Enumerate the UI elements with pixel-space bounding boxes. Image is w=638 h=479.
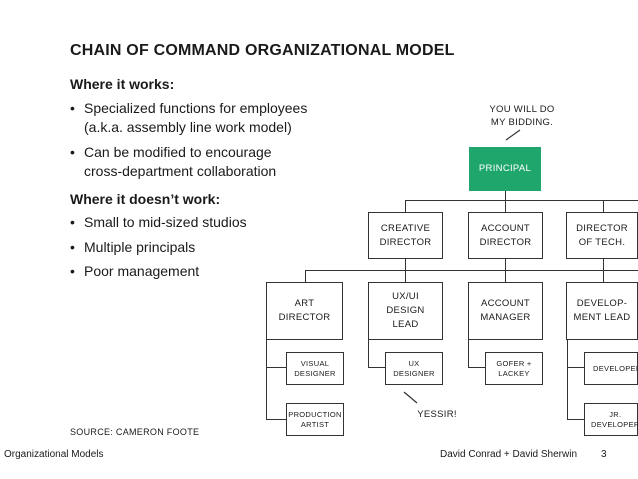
box-production-artist: PRODUCTION ARTIST — [286, 403, 344, 436]
doesnt-work-bullet-1: • Small to mid-sized studios — [70, 213, 247, 232]
box-jr-developer: JR. DEVELOPER — [584, 403, 638, 436]
connector-line — [266, 367, 286, 368]
box-developer: DEVELOPER — [584, 352, 638, 385]
box-account-director: ACCOUNT DIRECTOR — [468, 212, 543, 259]
bullet-dot: • — [70, 239, 75, 255]
box-creative-director: CREATIVE DIRECTOR — [368, 212, 443, 259]
bullet-text: Small to mid-sized studios — [84, 214, 247, 230]
connector-line — [567, 340, 568, 420]
bullet-text-cont: (a.k.a. assembly line work model) — [84, 119, 292, 135]
bidding-callout-line — [505, 129, 521, 141]
box-director-of-tech: DIRECTOR OF TECH. — [566, 212, 638, 259]
connector-line — [567, 419, 584, 420]
works-bullet-1: • Specialized functions for employees (a.… — [70, 99, 307, 137]
connector-line — [468, 340, 469, 368]
box-visual-designer: VISUAL DESIGNER — [286, 352, 344, 385]
bullet-text-cont: cross-department collaboration — [84, 163, 277, 179]
footer-section-title: Organizational Models — [4, 449, 104, 460]
connector-line — [368, 340, 369, 368]
box-gofer-lackey: GOFER + LACKEY — [485, 352, 543, 385]
doesnt-work-bullet-2: • Multiple principals — [70, 238, 195, 257]
connector-line — [505, 200, 506, 212]
yessir-callout: YESSIR! — [417, 409, 457, 420]
connector-line — [305, 270, 306, 282]
connector-line — [468, 367, 485, 368]
doesnt-work-heading: Where it doesn’t work: — [70, 191, 221, 207]
connector-line — [505, 190, 506, 201]
footer-authors: David Conrad + David Sherwin — [440, 449, 578, 460]
box-account-manager: ACCOUNT MANAGER — [468, 282, 543, 340]
bullet-text: Can be modified to encourage — [84, 144, 272, 160]
box-ux-designer: UX DESIGNER — [385, 352, 443, 385]
yessir-callout-line — [403, 391, 418, 404]
bullet-text: Specialized functions for employees — [84, 100, 308, 116]
bullet-dot: • — [70, 100, 75, 116]
footer-page-number: 3 — [601, 449, 607, 460]
source-credit: SOURCE: CAMERON FOOTE — [70, 427, 200, 437]
connector-line — [266, 419, 286, 420]
connector-line — [603, 200, 604, 212]
bidding-callout: YOU WILL DO MY BIDDING. — [489, 104, 555, 128]
connector-line — [405, 200, 638, 201]
works-bullet-2: • Can be modified to encourage cross-depa… — [70, 143, 276, 181]
page-title: CHAIN OF COMMAND ORGANIZATIONAL MODEL — [70, 42, 455, 59]
box-development-lead: DEVELOP- MENT LEAD — [566, 282, 638, 340]
box-principal: PRINCIPAL — [469, 147, 541, 191]
connector-line — [405, 270, 406, 282]
connector-line — [603, 258, 604, 282]
bullet-text: Poor management — [84, 263, 200, 279]
connector-line — [405, 200, 406, 212]
bullet-text: Multiple principals — [84, 239, 196, 255]
connector-line — [305, 270, 638, 271]
connector-line — [567, 367, 584, 368]
connector-line — [368, 367, 385, 368]
box-art-director: ART DIRECTOR — [266, 282, 343, 340]
connector-line — [505, 258, 506, 282]
doesnt-work-bullet-3: • Poor management — [70, 262, 199, 281]
bullet-dot: • — [70, 263, 75, 279]
bullet-dot: • — [70, 214, 75, 230]
connector-line — [266, 340, 267, 420]
box-uxui-design-lead: UX/UI DESIGN LEAD — [368, 282, 443, 340]
connector-line — [405, 258, 406, 271]
works-heading: Where it works: — [70, 76, 175, 92]
bullet-dot: • — [70, 144, 75, 160]
